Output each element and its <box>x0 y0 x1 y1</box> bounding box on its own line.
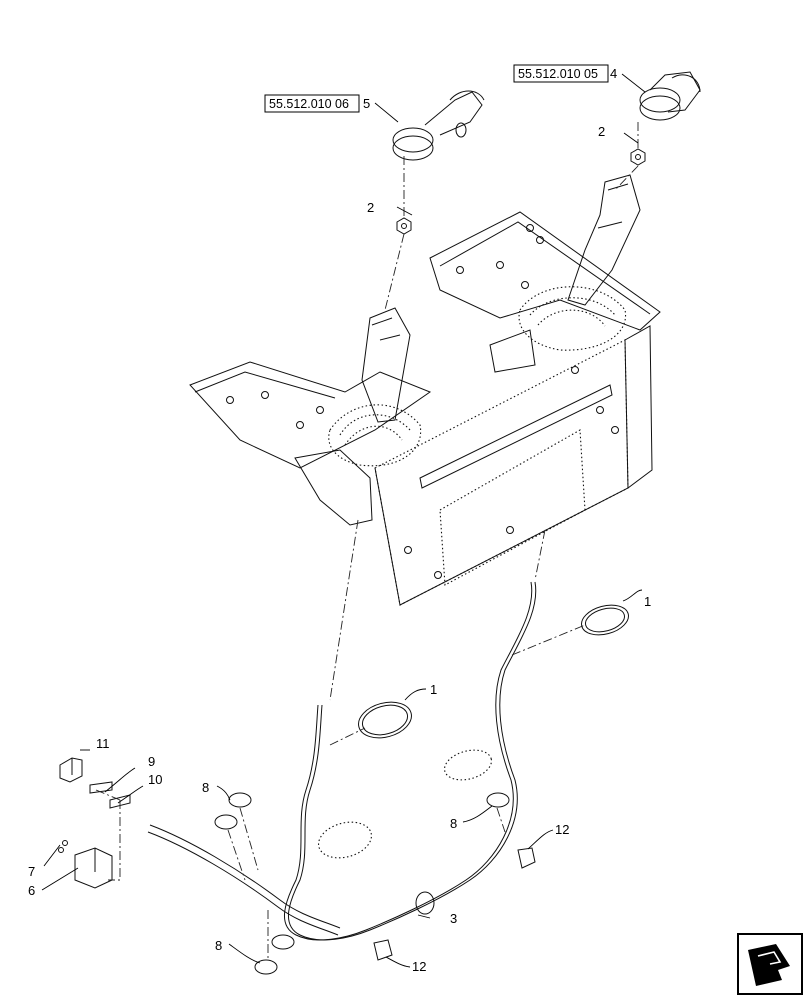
connector-housing-large <box>58 840 113 889</box>
leader-lines <box>41 73 646 968</box>
next-page-arrow-icon[interactable] <box>737 933 803 995</box>
callout-7: 7 <box>28 864 35 879</box>
reference-left-label: 55.512.010 06 <box>269 97 349 111</box>
left-joystick-lever <box>328 307 422 467</box>
right-joystick-lever <box>518 174 641 351</box>
callout-8-lower: 8 <box>215 938 222 953</box>
callout-1-middle: 1 <box>430 682 437 697</box>
seal-10 <box>109 794 131 809</box>
callout-2-right: 2 <box>598 124 605 139</box>
wiring-harness <box>147 581 537 941</box>
reference-right[interactable]: 55.512.010 05 <box>513 64 609 83</box>
console-frame <box>189 211 661 606</box>
cable-tie-right <box>486 792 510 808</box>
callout-9: 9 <box>148 754 155 769</box>
right-joystick-grip <box>639 71 701 121</box>
edge-clip <box>415 891 435 915</box>
floor-openings <box>318 749 493 859</box>
callout-6: 6 <box>28 883 35 898</box>
grommet-middle <box>358 701 412 739</box>
push-rivet-right <box>517 847 536 869</box>
cable-tie-upper <box>214 792 252 830</box>
callout-4: 4 <box>610 66 617 81</box>
callout-11: 11 <box>96 736 110 751</box>
left-joystick-grip <box>392 90 485 161</box>
connector-housing-small <box>59 757 83 783</box>
callout-3: 3 <box>450 911 457 926</box>
callouts: 1 1 2 2 3 4 5 6 7 8 8 8 9 10 11 12 12 <box>28 66 651 974</box>
callout-1-upper: 1 <box>644 594 651 609</box>
callout-5: 5 <box>363 96 370 111</box>
reference-right-label: 55.512.010 05 <box>518 67 598 81</box>
callout-12-right: 12 <box>555 822 569 837</box>
nut-left <box>396 217 412 235</box>
callout-2-left: 2 <box>367 200 374 215</box>
terminal-9 <box>89 781 113 794</box>
grommet-upper <box>581 604 629 636</box>
callout-8-right: 8 <box>450 816 457 831</box>
cable-tie-lower <box>254 934 295 975</box>
callout-10: 10 <box>148 772 162 787</box>
push-rivet-lower <box>373 939 393 961</box>
reference-left[interactable]: 55.512.010 06 <box>264 94 360 113</box>
callout-12-lower: 12 <box>412 959 426 974</box>
nut-right <box>630 148 646 166</box>
callout-8-upper: 8 <box>202 780 209 795</box>
assembly-lines <box>95 122 639 960</box>
